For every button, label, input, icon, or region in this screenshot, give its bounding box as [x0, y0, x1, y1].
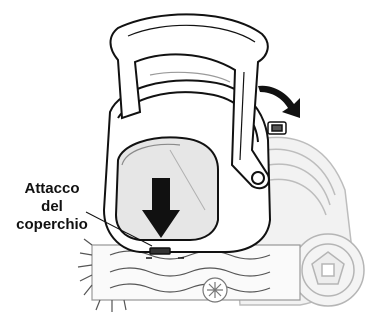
rotation-arrow-icon — [258, 86, 300, 118]
wheel-icon — [292, 234, 364, 306]
callout-line-3: coperchio — [4, 216, 100, 234]
lid-attachment-callout: Attacco del coperchio — [4, 180, 100, 234]
latch-icon — [268, 122, 286, 134]
callout-line-1: Attacco — [4, 180, 100, 198]
callout-line-2: del — [4, 198, 100, 216]
